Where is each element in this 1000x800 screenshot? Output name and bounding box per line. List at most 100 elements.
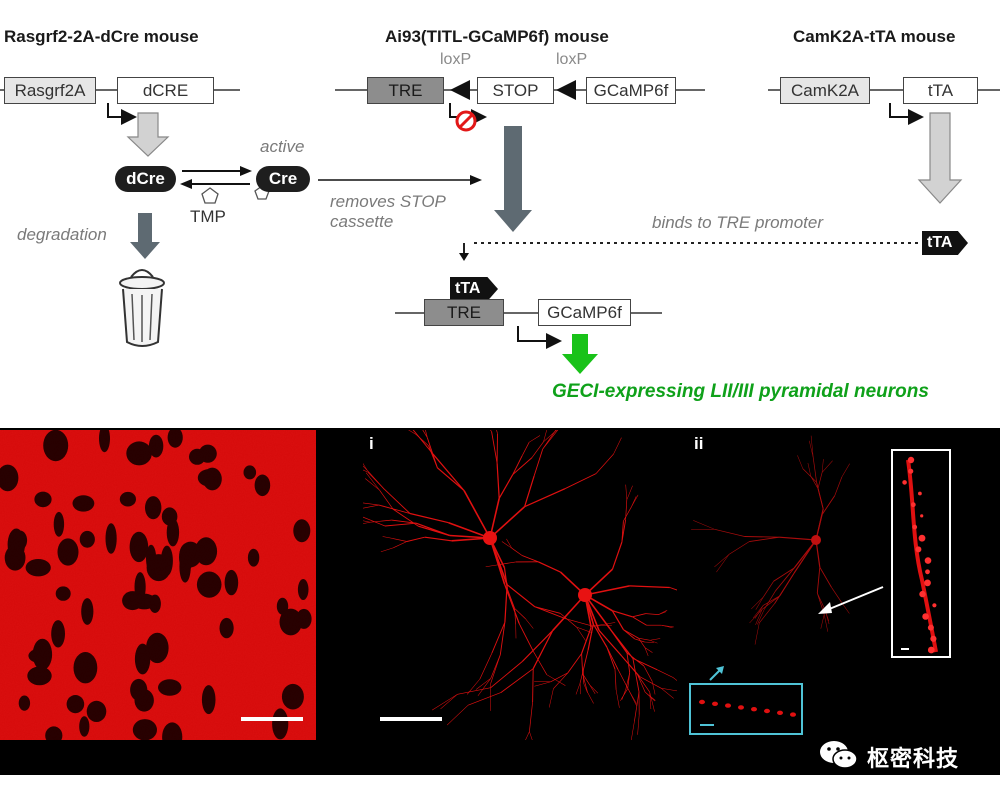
tta-tag-right: tTA [922, 231, 968, 255]
spine [922, 613, 929, 620]
dendrite [810, 435, 814, 458]
cell-body [162, 722, 183, 740]
dendrite [637, 674, 650, 693]
bouton [777, 710, 783, 715]
dendrite [661, 624, 673, 628]
dendrite [584, 585, 630, 596]
dendrite [391, 519, 417, 524]
spine [925, 569, 930, 575]
dendrite [575, 683, 581, 695]
dendrite [643, 665, 653, 682]
dendrite [370, 519, 392, 523]
result-label: GECI-expressing LII/III pyramidal neuron… [552, 381, 929, 402]
spine [919, 590, 926, 598]
dendrite [626, 652, 631, 673]
dendrite [754, 605, 764, 619]
dendrite [431, 694, 458, 711]
spine [907, 456, 915, 464]
active-label: active [260, 137, 305, 156]
pentagon-icon [201, 187, 219, 204]
dendrite [762, 581, 774, 598]
loxp-triangle-right [556, 80, 576, 100]
dendrite [611, 610, 624, 630]
dendrite [634, 691, 640, 722]
dendrite [631, 721, 635, 740]
dendrite [611, 541, 623, 570]
dendrite [425, 430, 428, 438]
cell-body [66, 695, 85, 714]
spine [927, 646, 935, 654]
cell-body [279, 608, 303, 636]
dendrite [531, 441, 544, 458]
dendrite [755, 597, 764, 610]
spine [920, 514, 924, 518]
dendrite [380, 547, 394, 553]
spine [930, 635, 937, 642]
cell-body [201, 685, 216, 715]
green-arrow [562, 334, 598, 374]
cell-body [132, 719, 157, 740]
dendrite [567, 653, 582, 674]
cell-body [25, 559, 51, 577]
cell-body [79, 716, 90, 737]
dendrite [479, 652, 493, 680]
dendrite [757, 608, 765, 625]
dendrite [581, 627, 592, 654]
dendrite [631, 494, 639, 508]
bouton [712, 701, 718, 706]
dendrite [475, 678, 491, 690]
dendrite [363, 504, 380, 509]
dendrite [512, 457, 533, 475]
dendrite [632, 616, 647, 626]
dendrite [589, 685, 596, 695]
dendrite [432, 453, 465, 491]
dendrite [424, 536, 452, 542]
cell-body [196, 571, 222, 598]
dendrite [749, 609, 763, 624]
dendrite [550, 672, 569, 683]
white-arrow [821, 586, 884, 613]
dendrite [638, 638, 646, 648]
dendrite [650, 640, 658, 644]
dendrite [595, 453, 614, 474]
dendrite [365, 472, 380, 491]
dendrite [821, 495, 836, 515]
dendrite [534, 606, 561, 614]
cell-body [247, 548, 260, 567]
dendrite [491, 431, 498, 464]
dendrite [649, 692, 655, 712]
cell-body [296, 608, 312, 629]
dendrite [496, 430, 498, 434]
cre-pill: Cre [256, 166, 310, 192]
dendrite [518, 623, 534, 652]
dendrite [693, 520, 715, 530]
dendrite [489, 537, 508, 585]
dendrite [819, 566, 832, 588]
dendrite [548, 688, 554, 708]
dendrite [553, 672, 569, 689]
dendrite [598, 629, 623, 657]
dendrite [645, 613, 659, 615]
cell-body [119, 491, 136, 507]
dendrite [774, 572, 795, 604]
dendrite [628, 690, 637, 706]
spine [918, 534, 926, 542]
dendrite [637, 674, 646, 693]
dendrite [565, 618, 593, 627]
trash-can-icon [119, 269, 165, 347]
cell-body [34, 491, 52, 508]
panel-i: i [363, 430, 677, 740]
bouton [790, 712, 796, 717]
dendrite [714, 554, 730, 568]
dendrite [490, 430, 492, 432]
cell-body [224, 569, 239, 596]
removes-stop-label: removes STOP cassette [330, 192, 446, 231]
spine [902, 480, 907, 485]
dendrite [524, 488, 566, 508]
dendrite [363, 516, 386, 527]
dendrite [463, 490, 491, 539]
dendrite [579, 683, 581, 695]
cell-body [53, 511, 65, 537]
cell-body [45, 726, 63, 740]
dendrite [751, 597, 764, 610]
